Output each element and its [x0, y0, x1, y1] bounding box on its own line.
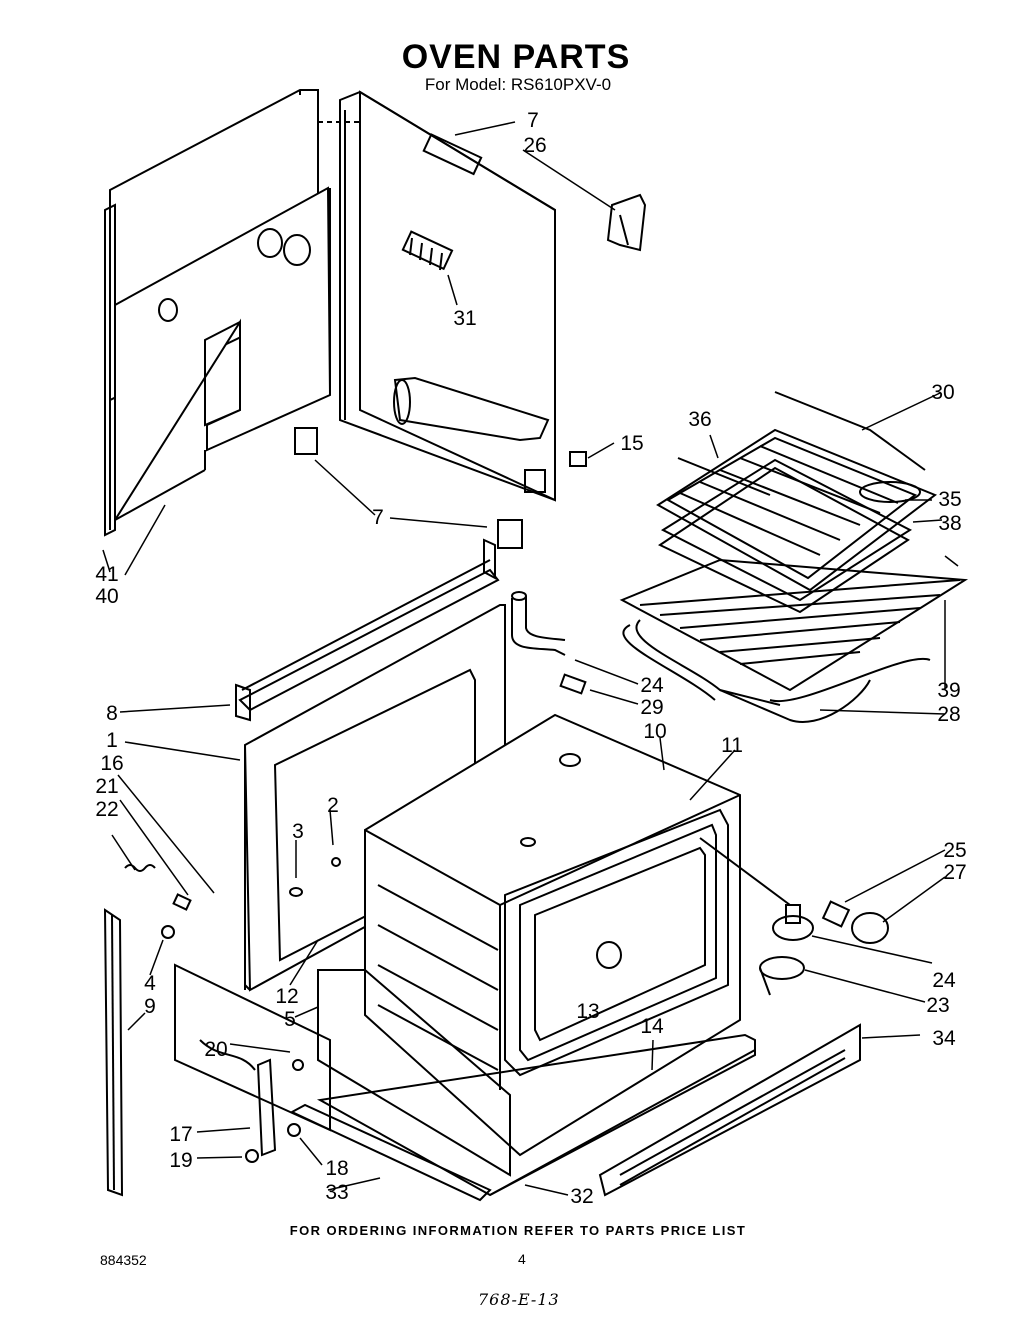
door-gasket-11: [504, 808, 729, 1077]
small-parts: [124, 857, 341, 1163]
lock-assembly: [174, 963, 331, 1157]
callout-15: 16: [100, 752, 123, 775]
callout-30: 29: [640, 696, 663, 719]
callout-16: 15: [620, 432, 643, 455]
callout-19: 19: [169, 1149, 192, 1172]
leader-arrows: [102, 121, 959, 1196]
vent-grille-35: [598, 1023, 861, 1197]
ordering-info-note: FOR ORDERING INFORMATION REFER TO PARTS …: [289, 1223, 747, 1238]
callout-labels: 7 26 31 30 36 15 35 7 38 41 40 24 39 8 2…: [95, 109, 966, 1208]
callout-22: 22: [95, 798, 118, 821]
callout-12: 12: [275, 985, 298, 1008]
callout-9: 9: [144, 995, 156, 1018]
callout-7a: 7: [372, 506, 384, 529]
bake-element-26: [622, 619, 871, 723]
handwritten-code: 768-E-13: [478, 1290, 560, 1309]
callout-33: 32: [570, 1185, 593, 1208]
thermostat-30: [559, 673, 587, 695]
model-subtitle: For Model: RS610PXV-0: [424, 75, 612, 94]
callout-25: 24: [932, 969, 956, 992]
callout-38: 39: [937, 679, 960, 702]
callout-20: 20: [204, 1038, 227, 1061]
top-strip-8: [235, 538, 500, 722]
callout-4: 4: [144, 972, 156, 995]
oven-window-13: [596, 941, 622, 969]
callout-36: 35: [938, 488, 961, 511]
callout-26: 28: [937, 703, 960, 726]
broil-pan-tray-36: [657, 458, 913, 614]
side-panel-insulation: [114, 186, 332, 524]
callout-32: 31: [453, 307, 476, 330]
document-number: 884352: [100, 1252, 147, 1268]
page-title: OVEN PARTS: [401, 38, 631, 76]
callout-17: 17: [169, 1123, 192, 1146]
callout-10: 10: [643, 720, 666, 743]
page-number: 4: [518, 1251, 526, 1267]
spacer-7: [294, 427, 523, 549]
callout-11: 11: [721, 734, 743, 757]
front-rail-34: [289, 1103, 492, 1202]
callout-29: 27: [943, 861, 966, 884]
left-trim-9: [103, 908, 124, 1197]
callout-34: 33: [325, 1181, 348, 1204]
light-cover-24: [759, 956, 805, 996]
callout-37: 36: [688, 408, 711, 431]
callout-40: 40: [95, 585, 118, 608]
callout-8: 8: [106, 702, 118, 725]
light-socket-25: [699, 837, 814, 941]
callout-23: 24: [640, 674, 664, 697]
callout-35: 34: [932, 1027, 956, 1050]
callout-3: 3: [292, 820, 304, 843]
oven-bottom-33: [316, 1033, 756, 1197]
light-bulb-29: [821, 900, 889, 944]
terminal-block: [401, 230, 454, 271]
clip-16: [569, 451, 587, 467]
callout-14: 14: [640, 1015, 664, 1038]
callout-1: 1: [106, 729, 118, 752]
oven-cavity: [364, 713, 741, 1157]
callout-21: 21: [95, 775, 118, 798]
broil-element-27: [677, 391, 926, 503]
callout-24: 23: [926, 994, 949, 1017]
callout-27: 30: [931, 381, 954, 404]
callout-41: 41: [95, 563, 118, 586]
oven-rack-39: [619, 558, 969, 692]
rear-panel: [318, 90, 556, 502]
oven-rack-38: [769, 657, 931, 703]
callout-28: 25: [943, 839, 966, 862]
callout-39: 38: [938, 512, 961, 535]
callout-5: 5: [284, 1008, 296, 1031]
callout-13: 13: [576, 1000, 599, 1023]
bottom-panel-5: [317, 969, 511, 1177]
callout-2: 2: [327, 794, 339, 817]
callout-18: 18: [325, 1157, 348, 1180]
vent-tube-23: [511, 591, 566, 656]
callout-6: 7: [527, 109, 539, 132]
callout-31: 26: [523, 134, 546, 157]
bracket-31: [606, 193, 647, 252]
